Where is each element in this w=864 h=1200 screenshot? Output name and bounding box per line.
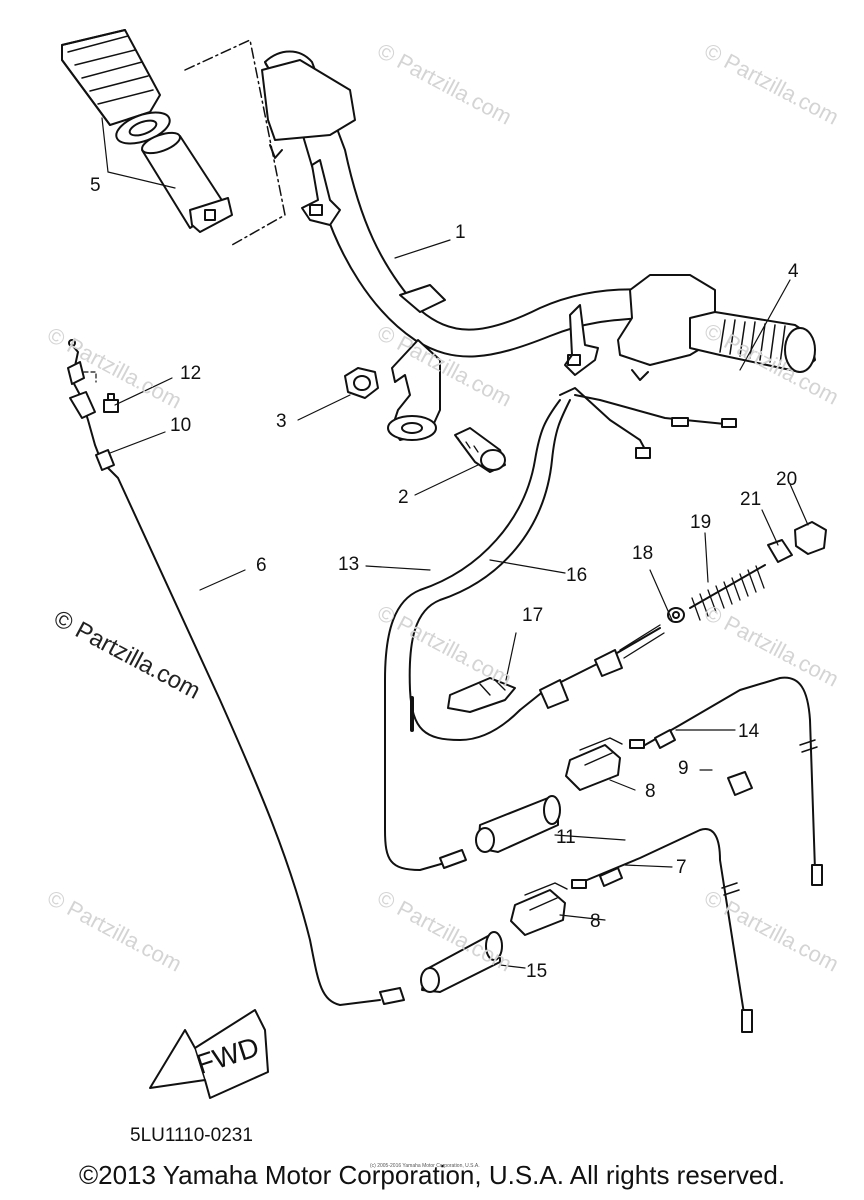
callout-20: 20 xyxy=(776,469,798,490)
handlebar-part xyxy=(261,50,716,441)
callout-12: 12 xyxy=(180,363,202,384)
callout-16: 16 xyxy=(566,565,588,586)
callout-21: 21 xyxy=(740,489,762,510)
right-grip-part xyxy=(689,311,816,373)
boot-15-part xyxy=(420,931,503,993)
callout-3: 3 xyxy=(276,411,287,432)
bolt-part xyxy=(454,427,506,473)
callout-13: 13 xyxy=(338,554,360,575)
callout-14: 14 xyxy=(738,721,760,742)
callout-4: 4 xyxy=(788,261,799,282)
callout-10: 10 xyxy=(170,415,192,436)
callout-15: 15 xyxy=(526,961,548,982)
exploded-view-bracket xyxy=(184,39,286,246)
fine-print: (c) 2005-2016 Yamaha Motor Corporation, … xyxy=(370,1163,480,1169)
diagram-code: 5LU1110-0231 xyxy=(130,1125,253,1146)
connector-8a-part xyxy=(565,737,623,791)
callout-5: 5 xyxy=(90,175,101,196)
callout-8-lower: 8 xyxy=(590,911,601,932)
boot-11-part xyxy=(475,795,561,853)
callout-17: 17 xyxy=(522,605,544,626)
screw-12-part xyxy=(103,393,119,413)
callout-11: 11 xyxy=(556,827,576,848)
callout-2: 2 xyxy=(398,487,409,508)
callout-leaders xyxy=(109,239,809,969)
cap-9-part xyxy=(727,771,753,796)
cable-7-part xyxy=(571,828,753,1033)
callout-18: 18 xyxy=(632,543,654,564)
callout-19: 19 xyxy=(690,512,712,533)
callout-1: 1 xyxy=(455,222,466,243)
callout-7: 7 xyxy=(676,857,687,878)
clamp-17-part xyxy=(447,677,516,713)
nut-part xyxy=(344,367,379,399)
copyright-notice: ©2013 Yamaha Motor Corporation, U.S.A. A… xyxy=(78,1160,786,1190)
callout-9: 9 xyxy=(678,758,689,779)
fwd-arrow xyxy=(149,1009,269,1099)
left-grip-part xyxy=(61,29,233,233)
connector-8b-part xyxy=(510,882,568,936)
cable-14-part xyxy=(629,676,823,886)
inner-cable-assembly xyxy=(519,521,827,711)
cable-6-part xyxy=(67,339,405,1006)
callout-8-upper: 8 xyxy=(645,781,656,802)
cable-13-16-part xyxy=(384,387,737,871)
callout-6: 6 xyxy=(256,555,267,576)
